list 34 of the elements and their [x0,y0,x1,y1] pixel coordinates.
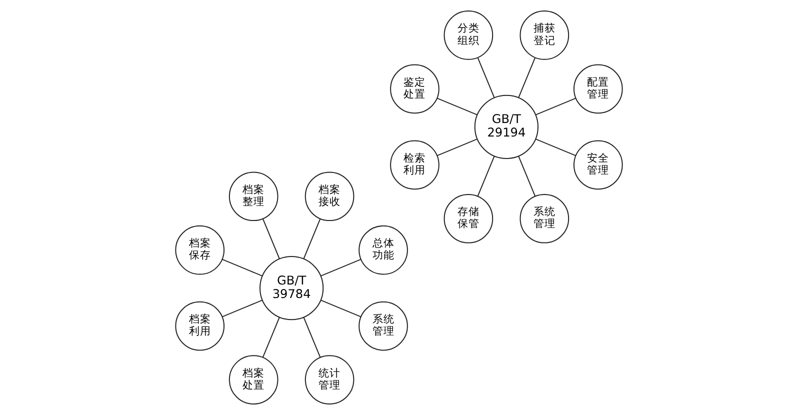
node-circle: 存储保管 [444,194,494,244]
node-circle: 系统管理 [358,301,408,351]
connector [477,58,495,98]
connector [262,218,280,259]
node-circle: 总体功能 [358,225,408,275]
node-circle: 档案处置 [228,355,278,404]
connector [536,98,576,116]
connector [320,300,361,318]
connector [536,138,576,156]
node-circle: GB/T 39784 [260,256,324,320]
node-circle: 档案保存 [175,225,225,275]
node-circle: 系统管理 [520,194,570,244]
connector [518,58,536,98]
node-circle: GB/T 29194 [474,94,538,159]
connector [303,317,321,358]
node-circle: 捕获登记 [520,10,570,60]
node-circle: 档案整理 [228,172,278,222]
connector [437,138,478,156]
connector [477,156,495,196]
node-circle: 鉴定处置 [390,64,440,114]
node-circle: 档案接收 [304,172,354,222]
node-circle: 统计管理 [304,355,354,404]
connector [437,98,478,116]
connector [320,258,361,276]
node-circle: 检索利用 [390,140,440,190]
node-circle: 配置管理 [573,64,623,114]
connector [262,317,280,358]
connector [222,300,262,318]
node-circle: 分类组织 [444,10,494,60]
connector [222,258,262,276]
connector [303,218,321,259]
node-circle: 安全管理 [573,140,623,190]
connector [518,156,536,196]
node-circle: 档案利用 [175,301,225,351]
